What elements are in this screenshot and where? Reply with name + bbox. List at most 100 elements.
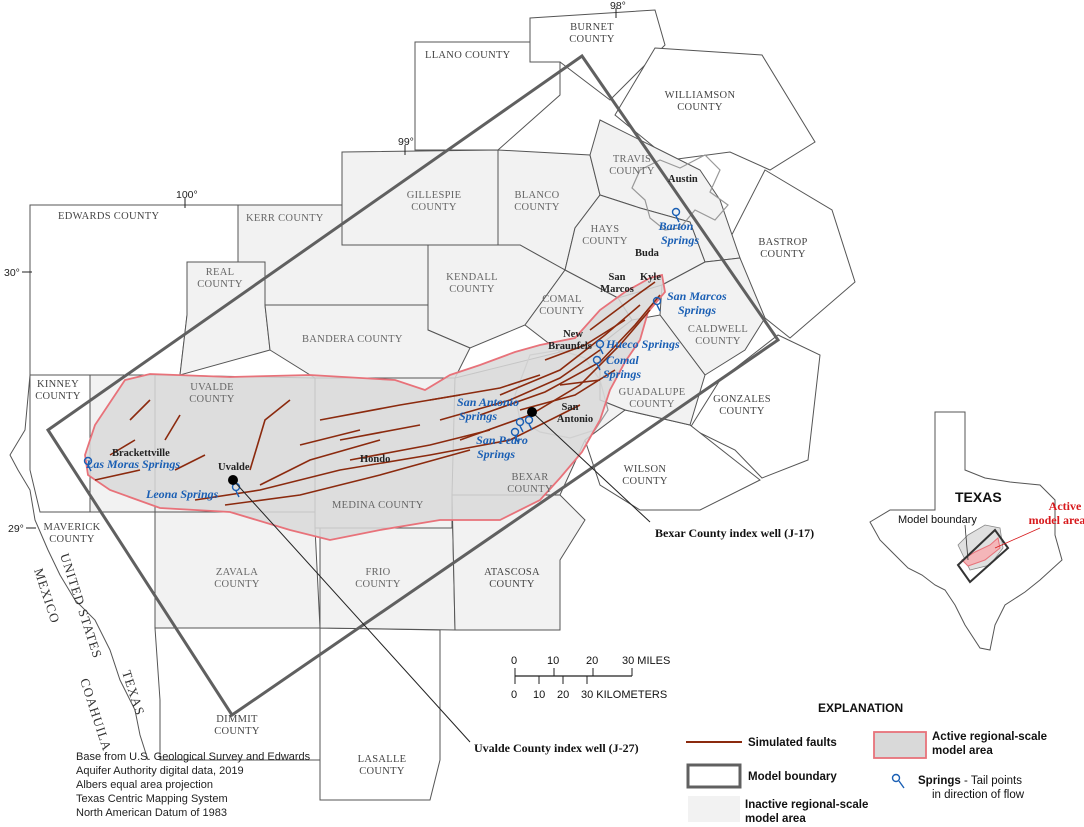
- uvalde-well-label: Uvalde County index well (J-27): [474, 741, 639, 755]
- inset-boundary-leader: [964, 524, 969, 561]
- simulated-faults: [94, 281, 661, 506]
- atascosa-county-shape: [451, 494, 586, 631]
- coahuila-label: COAHUILA: [77, 676, 115, 753]
- spring-icon: [592, 355, 602, 371]
- spring-icon: [83, 456, 93, 472]
- scale-miles-20: 20: [586, 655, 598, 667]
- medina-county-label: MEDINA COUNTY: [332, 500, 424, 511]
- fault-line: [164, 414, 181, 441]
- county-shapes: [29, 9, 856, 801]
- fault-line: [224, 449, 471, 506]
- uvalde-city-label: Uvalde: [218, 462, 250, 473]
- bexar-well-leader: [531, 411, 651, 523]
- fault-line: [194, 404, 581, 501]
- spring-symbols: [83, 207, 681, 498]
- fault-line: [94, 469, 141, 481]
- scale-km-20: 20: [557, 689, 569, 701]
- legend-active-swatch: [873, 731, 927, 759]
- leona-springs-label: Leona Springs: [145, 487, 219, 501]
- edwards-county-label: EDWARDS COUNTY: [58, 211, 159, 222]
- rio-grande-border: [9, 374, 149, 761]
- inset-model-boundary: [956, 528, 1010, 584]
- inset-title: TEXAS: [955, 489, 1002, 505]
- credits: Base from U.S. Geological Survey and Edw…: [76, 751, 311, 819]
- inset-active-area: [961, 537, 1001, 567]
- austin-urban-outline: [631, 154, 729, 231]
- scale-km-0: 0: [511, 689, 517, 701]
- uvalde-well-leader: [232, 479, 471, 743]
- brackettville-label: Brackettville: [112, 448, 170, 459]
- bexar-well-label: Bexar County index well (J-17): [655, 526, 814, 540]
- explanation-legend: EXPLANATION Simulated faults Model bound…: [686, 701, 1047, 825]
- credit-line: Albers equal area projection: [76, 779, 213, 791]
- kerr-county-label: KERR COUNTY: [246, 213, 324, 224]
- las-moras-springs-label: Las Moras Springs: [85, 457, 180, 471]
- llano-county-shape: [414, 41, 561, 151]
- uvalde-index-well-marker: [228, 475, 238, 485]
- lat-30-label: 30°: [4, 267, 20, 279]
- fault-line: [589, 281, 656, 331]
- scale-bar: 0 10 20 30 MILES 0 10 20 30 KILOMETERS: [511, 655, 670, 701]
- fault-line: [499, 304, 641, 396]
- credit-line: Aquifer Authority digital data, 2019: [76, 765, 244, 777]
- fault-line: [259, 439, 381, 486]
- active-model-area: [84, 273, 666, 541]
- lon-99-label: 99°: [398, 136, 414, 148]
- explanation-title: EXPLANATION: [818, 701, 903, 715]
- fault-line: [174, 454, 206, 471]
- fault-line: [559, 379, 601, 386]
- credit-line: North American Datum of 1983: [76, 807, 227, 819]
- model-boundary: [45, 53, 781, 718]
- spring-icon: [595, 339, 605, 355]
- scale-miles-0: 0: [511, 655, 517, 667]
- spring-icon: [515, 417, 525, 433]
- fault-line: [459, 309, 651, 441]
- scale-km-10: 10: [533, 689, 545, 701]
- austin-label: Austin: [668, 174, 698, 185]
- texas-outline: [869, 411, 1063, 651]
- lon-100-label: 100°: [176, 189, 198, 201]
- united-states-label: UNITED STATES: [57, 551, 105, 660]
- legend-spring-icon: [891, 773, 905, 789]
- buda-label: Buda: [635, 248, 660, 259]
- hueco-springs-label: Hueco Springs: [605, 337, 680, 351]
- spring-icon: [510, 427, 520, 443]
- fault-line: [544, 319, 626, 361]
- bexar-index-well-marker: [527, 407, 537, 417]
- credit-line: Base from U.S. Geological Survey and Edw…: [76, 751, 311, 763]
- legend-inactive-swatch: [688, 796, 740, 822]
- kyle-label: Kyle: [640, 272, 661, 283]
- williamson-county-shape: [614, 47, 816, 171]
- fault-line: [109, 439, 136, 456]
- fault-line: [429, 374, 541, 401]
- legend-faults-label: Simulated faults: [748, 737, 837, 749]
- fault-line: [519, 369, 616, 411]
- mexico-label: MEXICO: [31, 566, 63, 625]
- graticule: 98° 99° 100° 30° 29°: [4, 0, 626, 535]
- fault-line: [129, 399, 151, 421]
